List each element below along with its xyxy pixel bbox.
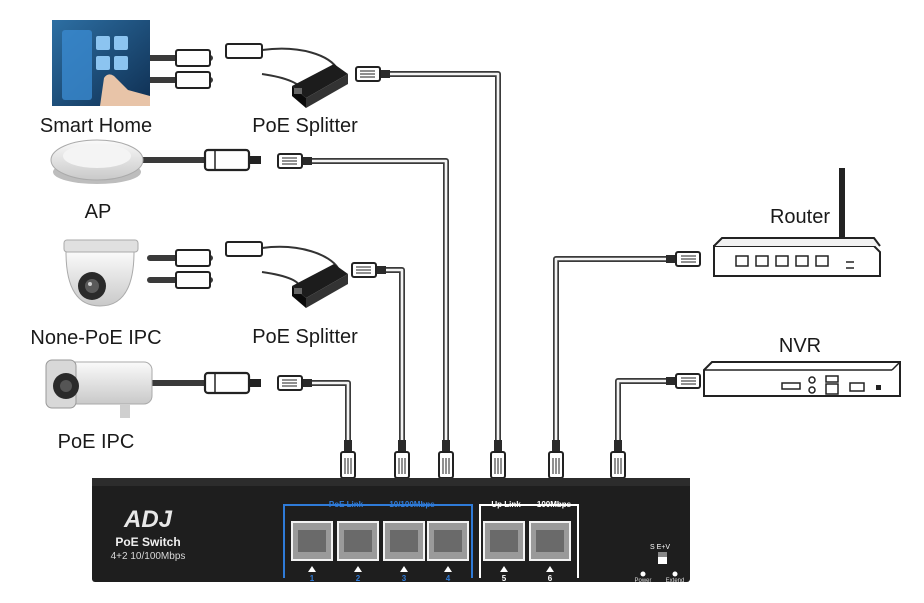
switch-spec: 4+2 10/100Mbps	[111, 551, 186, 562]
none-poe-ipc-label: None-PoE IPC	[30, 327, 161, 349]
poe-switch: ADJ PoE Switch 4+2 10/100Mbps PoE Link 1…	[92, 478, 690, 584]
poe-ipc-device	[45, 359, 153, 418]
poe-splitter-1-device	[292, 64, 348, 108]
poe-splitter-2-device	[292, 264, 348, 308]
poe-ipc-label: PoE IPC	[58, 431, 135, 453]
router-device	[713, 168, 881, 277]
port-5[interactable]	[483, 521, 525, 561]
cable-none-poe-ipc	[373, 267, 405, 443]
ap-label: AP	[85, 201, 112, 223]
port-4-number: 4	[446, 574, 451, 583]
port-3[interactable]	[383, 521, 425, 561]
uplink-link-label: Up Link	[491, 500, 521, 509]
extend-led-icon	[672, 571, 678, 577]
port-5-indicator-icon	[500, 566, 508, 572]
smart-home-label: Smart Home	[40, 115, 152, 137]
uplink-speed-label: 100Mbps	[537, 500, 572, 509]
ap-device	[50, 139, 144, 184]
poe-link-label: PoE Link	[329, 500, 364, 509]
nvr-label: NVR	[779, 335, 821, 357]
poe-splitter-1-label: PoE Splitter	[252, 115, 358, 137]
port-1-indicator-icon	[308, 566, 316, 572]
nvr-device	[703, 361, 901, 397]
port-3-indicator-icon	[400, 566, 408, 572]
port-6[interactable]	[529, 521, 571, 561]
port-1-number: 1	[310, 574, 315, 583]
port-3-number: 3	[402, 574, 407, 583]
cable-smart-home	[377, 71, 501, 443]
port-5-number: 5	[502, 574, 507, 583]
device-plugs	[175, 43, 701, 395]
power-led-icon	[640, 571, 646, 577]
port-2-indicator-icon	[354, 566, 362, 572]
port-4[interactable]	[427, 521, 469, 561]
switch-model: PoE Switch	[115, 535, 180, 549]
port-6-number: 6	[548, 574, 553, 583]
port-6-indicator-icon	[546, 566, 554, 572]
port-2-number: 2	[356, 574, 361, 583]
cable-nvr	[615, 378, 679, 443]
switch-brand-logo: ADJ	[123, 506, 173, 533]
none-poe-ipc-device	[63, 239, 139, 307]
poe-splitter-2-label: PoE Splitter	[252, 326, 358, 348]
smart-home-device	[52, 20, 150, 106]
extend-label: Extend	[666, 578, 685, 584]
port-1[interactable]	[291, 521, 333, 561]
cable-poe-ipc	[299, 380, 351, 443]
switch-plugs	[340, 439, 626, 479]
dip-switch-label: S E+V	[650, 544, 670, 551]
dip-switch[interactable]	[658, 552, 667, 564]
port-2[interactable]	[337, 521, 379, 561]
cable-ap	[299, 158, 449, 443]
router-label: Router	[770, 206, 830, 228]
power-label: Power	[634, 578, 651, 584]
poe-speed-label: 10/100Mbps	[389, 500, 435, 509]
port-4-indicator-icon	[444, 566, 452, 572]
